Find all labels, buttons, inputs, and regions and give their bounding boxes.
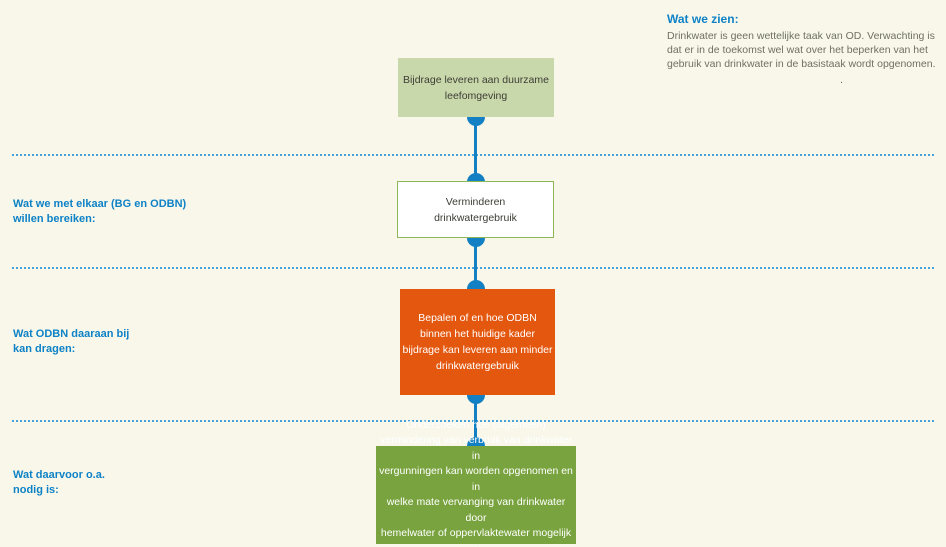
dotted-divider-2: [12, 267, 934, 269]
connector-cap-icon: [467, 280, 485, 289]
flow-box-goal: Bijdrage leveren aan duurzame leefomgevi…: [398, 58, 554, 117]
connector-line-2: [474, 238, 477, 289]
connector-cap-icon: [467, 173, 485, 182]
row-label-willen-bereiken: Wat we met elkaar (BG en ODBN) willen be…: [13, 198, 187, 225]
connector-cap-icon: [467, 395, 485, 404]
observation-note: Wat we zien: Drinkwater is geen wettelij…: [667, 12, 945, 71]
observation-heading: Wat we zien:: [667, 12, 739, 26]
connector-cap-icon: [467, 117, 485, 126]
flow-box-needs: Onderzoeken hoe (algemeen) vermindering …: [376, 419, 576, 547]
dotted-divider-1: [12, 154, 934, 156]
flow-box-contribution: Bepalen of en hoe ODBN binnen het huidig…: [400, 289, 555, 395]
dotted-divider-3: [12, 420, 934, 422]
stray-period: .: [840, 74, 844, 86]
connector-cap-icon: [467, 238, 485, 247]
connector-line-3: [474, 395, 477, 446]
row-label-nodig-is: Wat daarvoor o.a. nodig is:: [13, 469, 105, 496]
row-label-kan-dragen: Wat ODBN daaraan bij kan dragen:: [13, 328, 130, 355]
connector-line-1: [474, 117, 477, 182]
observation-body: Drinkwater is geen wettelijke taak van O…: [667, 30, 936, 70]
flow-box-objective: Verminderen drinkwatergebruik: [397, 181, 554, 238]
connector-cap-icon: [467, 437, 485, 446]
